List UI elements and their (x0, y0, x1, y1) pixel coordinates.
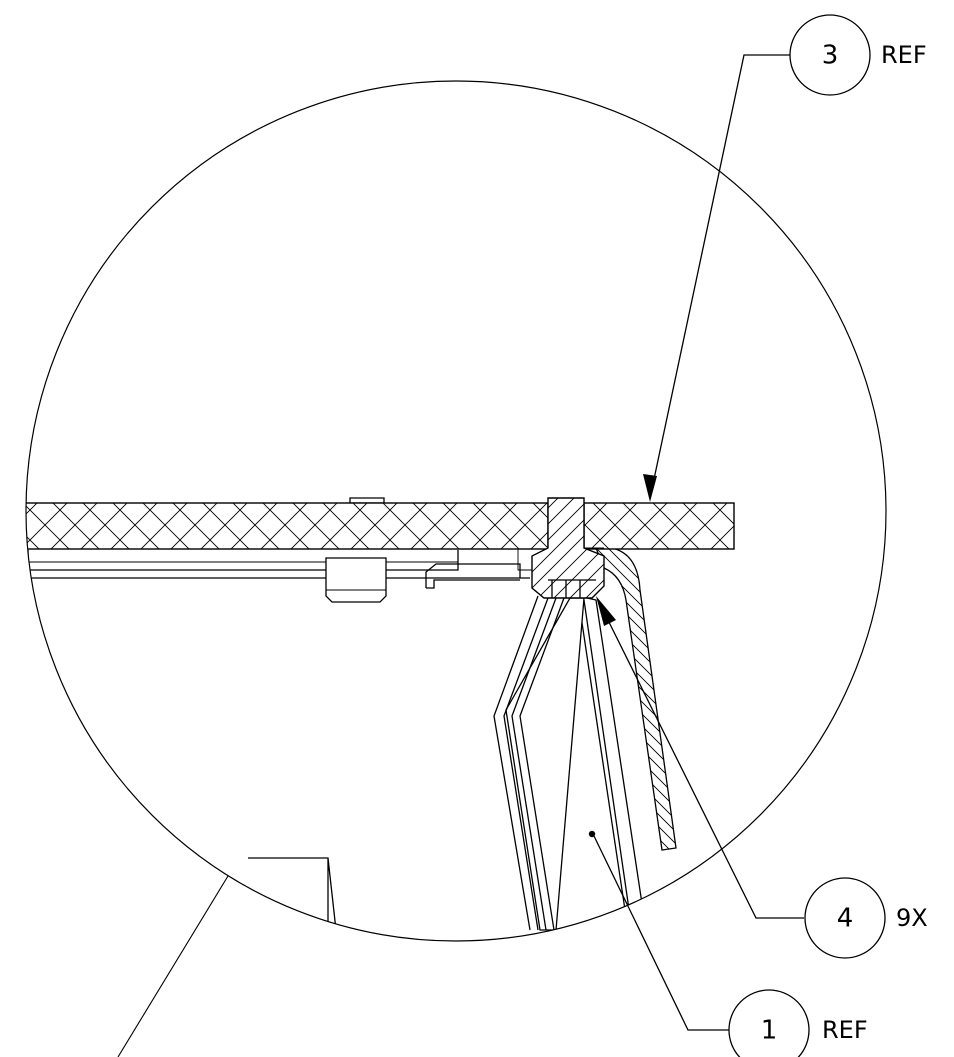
balloon-3: 3 REF (789, 14, 927, 96)
leader-dot-1 (588, 830, 596, 838)
balloon-4-number: 4 (837, 904, 854, 934)
balloon-3-note: REF (881, 41, 927, 69)
balloon-1-note: REF (822, 1016, 868, 1044)
balloon-1-number: 1 (761, 1016, 778, 1046)
leader-line-1 (593, 835, 730, 1031)
leader-arrow-3 (643, 474, 657, 502)
balloon-4: 4 9X (804, 877, 928, 959)
top-plate-left (26, 502, 549, 550)
detail-view-leader (117, 875, 229, 1057)
leader-line-3 (649, 54, 790, 499)
detail-circle (25, 80, 887, 942)
top-plate-right (583, 502, 735, 550)
insert-rivet (531, 497, 605, 599)
leader-arrow-4 (596, 596, 616, 626)
balloon-3-number: 3 (822, 41, 839, 71)
balloon-4-note: 9X (896, 904, 928, 932)
leader-line-4 (597, 599, 804, 919)
fastener-head (325, 557, 387, 603)
balloon-1: 1 REF (728, 989, 868, 1057)
detail-contents (26, 497, 735, 931)
housing-shell (595, 547, 677, 851)
